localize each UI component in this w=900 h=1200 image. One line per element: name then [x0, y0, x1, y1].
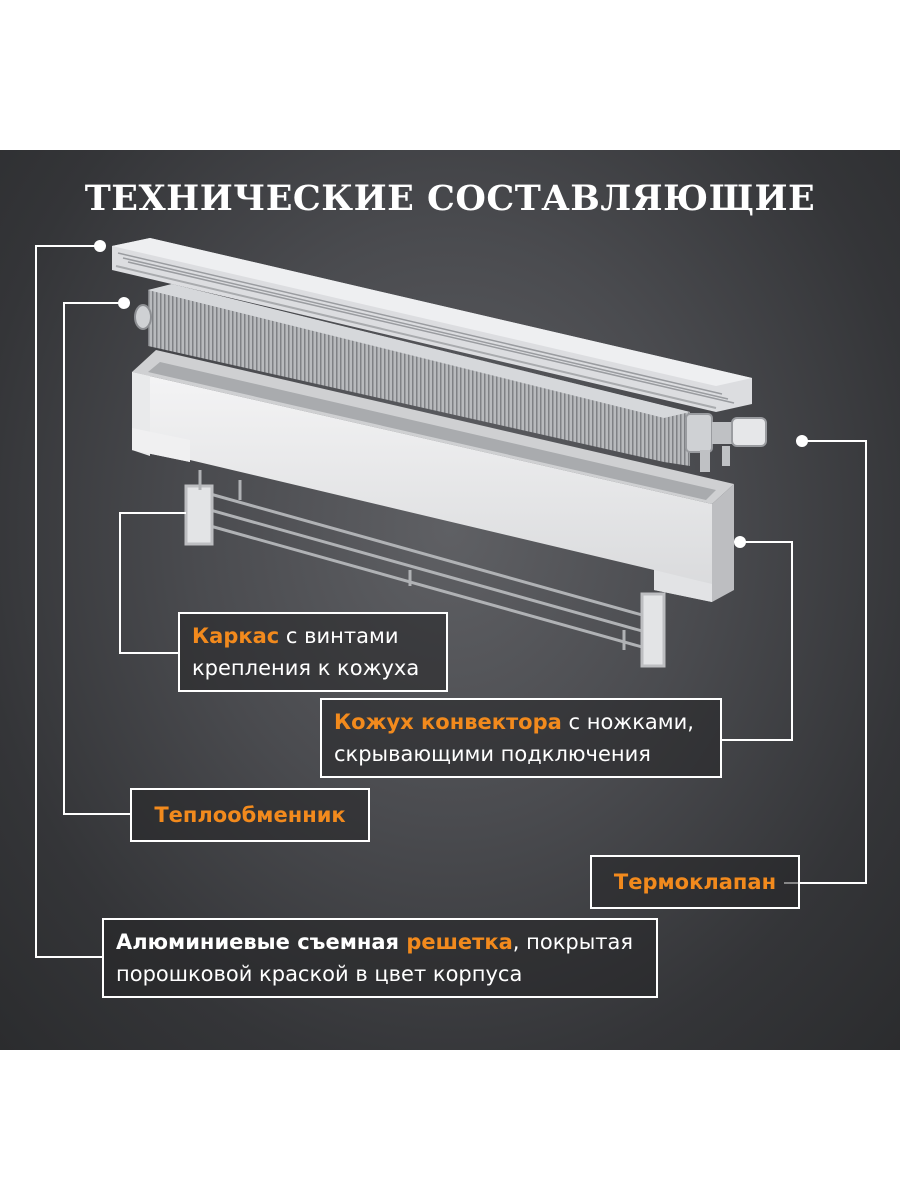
- callout-thermovalve: Термоклапан: [590, 855, 800, 909]
- mounting-frame: [184, 470, 666, 668]
- callout-heat-exchanger-label: Теплообменник: [154, 803, 346, 827]
- convector-illustration: [112, 238, 767, 668]
- callout-frame-highlight: Каркас: [192, 624, 280, 648]
- callout-housing-text: с ножками,: [561, 710, 694, 734]
- callout-grille-bold: Алюминиевые съемная: [116, 930, 407, 954]
- callout-heat-exchanger: Теплообменник: [130, 788, 370, 842]
- grille: [112, 238, 752, 412]
- product-infographic: ТЕХНИЧЕСКИЕ СОСТАВЛЯЮЩИЕ: [0, 150, 900, 1050]
- callout-grille-line2: порошковой краской в цвет корпуса: [116, 962, 523, 986]
- callout-housing: Кожух конвектора с ножками, скрывающими …: [320, 698, 722, 778]
- callout-housing-line2: скрывающими подключения: [334, 742, 651, 766]
- callout-frame-line2: крепления к кожуха: [192, 656, 420, 680]
- callout-housing-highlight: Кожух конвектора: [334, 710, 562, 734]
- callout-grille-text: , покрытая: [512, 930, 634, 954]
- callout-frame: Каркас с винтами крепления к кожуха: [178, 612, 448, 692]
- callout-grille-highlight: решетка: [406, 930, 513, 954]
- callout-grille: Алюминиевые съемная решетка, покрытая по…: [102, 918, 658, 998]
- page-title: ТЕХНИЧЕСКИЕ СОСТАВЛЯЮЩИЕ: [84, 178, 816, 219]
- callout-frame-text: с винтами: [279, 624, 399, 648]
- callout-thermovalve-label: Термоклапан: [613, 870, 777, 894]
- heat-exchanger: [134, 284, 767, 472]
- housing: [132, 350, 734, 602]
- leader-lines: [35, 240, 867, 958]
